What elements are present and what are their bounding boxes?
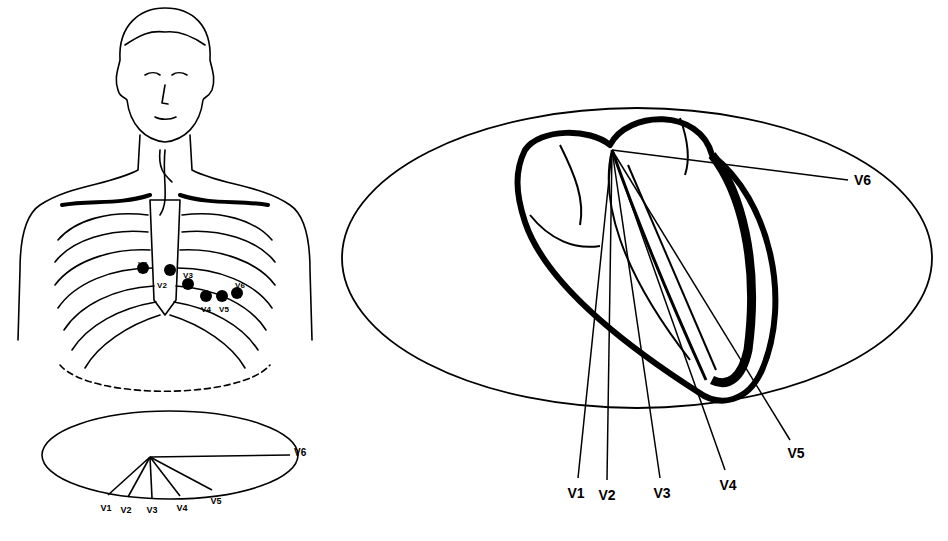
lead-label: V4 [201, 306, 211, 314]
lead-label: V5 [210, 497, 221, 506]
lead-label: V3 [653, 486, 670, 500]
lead-label: V6 [235, 282, 245, 290]
lead-label: V2 [120, 506, 131, 515]
lead-label: V3 [146, 506, 157, 515]
lead-label: V5 [787, 446, 804, 460]
lead-label: V5 [219, 306, 229, 314]
lead-label: V6 [294, 448, 306, 458]
lead-label: V1 [567, 486, 584, 500]
lead-label: V6 [854, 173, 871, 187]
lead-label: V2 [598, 488, 615, 502]
lead-label: V1 [100, 504, 111, 513]
lead-label: V4 [719, 478, 736, 492]
lead-label: V1 [138, 261, 148, 269]
lead-label: V2 [157, 282, 167, 290]
lead-label: V4 [176, 504, 187, 513]
lead-label: V3 [183, 272, 193, 280]
